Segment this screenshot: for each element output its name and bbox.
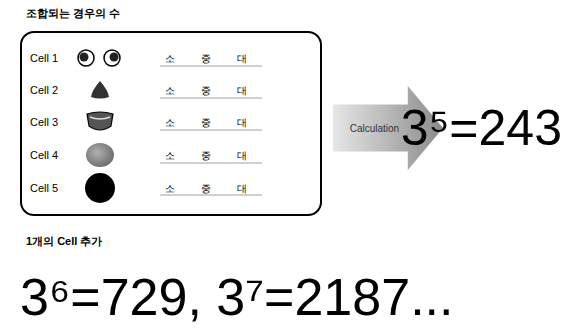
cell-label: Cell 3 <box>30 116 58 128</box>
subheading: 1개의 Cell 추가 <box>26 235 102 247</box>
extended-formula: 3⁶=729, 3⁷=2187... <box>20 269 453 326</box>
size-option: 중 <box>201 117 211 128</box>
cell-label: Cell 4 <box>30 149 58 161</box>
mouth-icon <box>87 112 113 130</box>
size-option: 대 <box>237 85 247 96</box>
size-option: 소 <box>165 85 175 96</box>
size-option: 대 <box>237 150 247 161</box>
head-icon <box>85 173 115 203</box>
size-option: 소 <box>165 53 175 64</box>
size-option: 중 <box>201 85 211 96</box>
cell-label: Cell 1 <box>30 52 58 64</box>
nose-icon <box>91 81 109 99</box>
size-option: 대 <box>237 183 247 194</box>
cell-label: Cell 5 <box>30 182 58 194</box>
size-option: 중 <box>201 150 211 161</box>
size-option: 소 <box>165 150 175 161</box>
size-option: 중 <box>201 183 211 194</box>
size-option: 대 <box>237 117 247 128</box>
option-underlines <box>160 66 262 195</box>
size-option: 중 <box>201 53 211 64</box>
face-icon <box>86 143 114 167</box>
eye-icon <box>78 50 120 66</box>
cell-label: Cell 2 <box>30 84 58 96</box>
size-option: 소 <box>165 183 175 194</box>
arrow-label: Calculation <box>350 123 399 134</box>
size-option: 소 <box>165 117 175 128</box>
title: 조합되는 경우의 수 <box>26 6 120 21</box>
result-formula: 3⁵=243 <box>401 101 562 156</box>
size-option: 대 <box>237 53 247 64</box>
